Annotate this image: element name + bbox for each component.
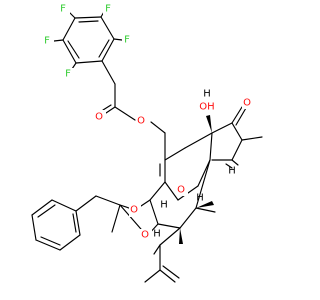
ortho-oxygen-label-2: O [130, 205, 138, 216]
fluorine-label-2: F [105, 4, 111, 15]
hydrogen-label-1: H [228, 166, 236, 177]
hydroxyl-hydrogen-label: H [203, 89, 211, 100]
fluorine-label-3: F [124, 35, 130, 46]
ketone-oxygen-label: O [243, 98, 251, 109]
fluorine-label-1: F [60, 4, 66, 15]
fluorine-label-4: F [44, 36, 50, 47]
pentafluorophenyl-ring [53, 9, 123, 70]
molecule-diagram: F F F F F O O OH H O O O O H H H H [31, 3, 263, 283]
ortho-oxygen-label-1: O [177, 185, 185, 196]
carbonyl-oxygen-label: O [95, 112, 103, 123]
hydroxyl-label: OH [199, 102, 214, 113]
hydrogen-label-2: H [196, 193, 204, 204]
fluorine-label-5: F [65, 69, 71, 80]
hydrogen-label-3: H [160, 200, 168, 211]
tigliane-core [75, 106, 263, 283]
acetate-linker [101, 60, 166, 161]
benzyl-phenyl-ring [31, 199, 81, 251]
atom-labels: F F F F F O O OH H O O O O H H H H [42, 3, 254, 242]
stereo-wedges [179, 115, 214, 244]
hydrogen-label-4: H [153, 229, 161, 240]
ester-oxygen-label: O [137, 116, 145, 127]
ortho-oxygen-label-3: O [141, 230, 149, 241]
